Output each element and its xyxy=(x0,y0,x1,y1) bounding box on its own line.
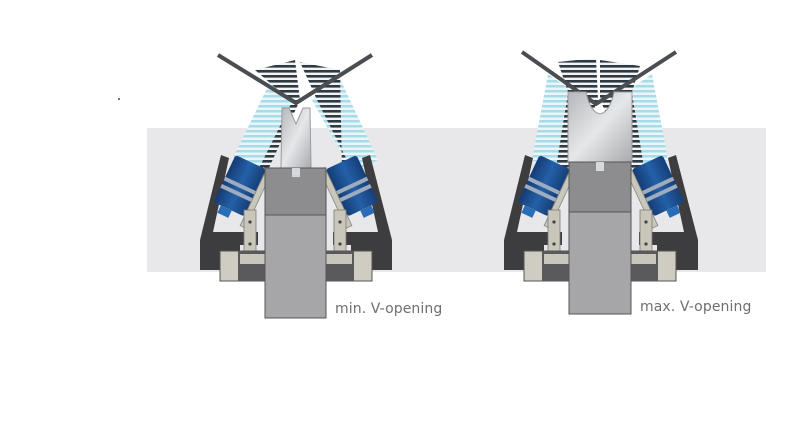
bracket-right-max xyxy=(639,209,653,256)
bracket-left-min xyxy=(243,209,257,256)
laser-beam-left-dark xyxy=(255,60,300,170)
punch-tool-max xyxy=(567,91,633,163)
panel-max-v-opening xyxy=(504,50,698,315)
stray-dot xyxy=(118,98,120,100)
bracket-right-min xyxy=(333,209,347,256)
caption-max-v-opening: max. V-opening xyxy=(640,299,752,315)
laser-beam-left-light-max xyxy=(532,74,568,170)
sheet-metal-max xyxy=(520,50,678,106)
housing-right-min xyxy=(333,155,392,270)
die-upper-min xyxy=(264,167,327,216)
die-lower-max xyxy=(568,211,632,315)
housing-left-max xyxy=(504,155,562,270)
bracket-left-max xyxy=(547,209,561,256)
panel-min-v-opening xyxy=(200,53,392,319)
die-lower-min xyxy=(264,214,327,319)
sheet-metal-min xyxy=(216,53,374,105)
punch-tool-min xyxy=(280,107,312,169)
housing-right-max xyxy=(639,155,698,270)
laser-beam-right-light-max xyxy=(632,74,668,170)
laser-beam-right-dark xyxy=(300,62,352,170)
housing-left-min xyxy=(200,155,258,270)
caption-min-v-opening: min. V-opening xyxy=(335,301,443,317)
